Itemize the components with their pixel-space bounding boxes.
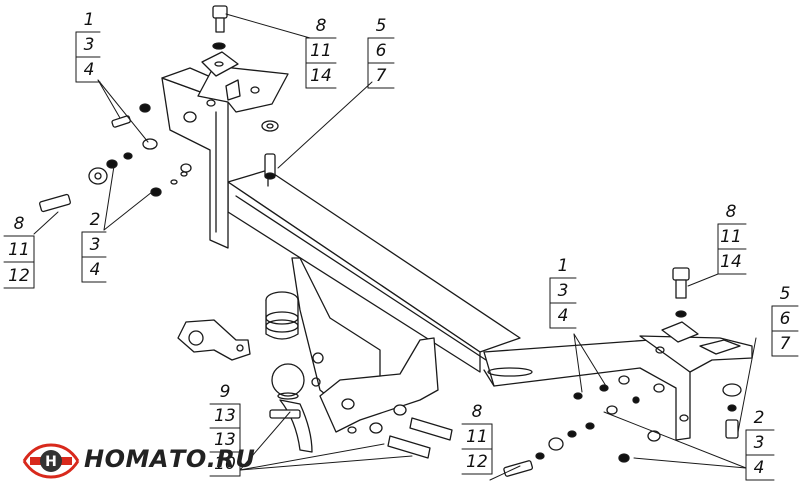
right-top-bolt <box>661 267 699 343</box>
label-2: 2 <box>89 210 101 230</box>
label-10: 10 <box>214 454 236 474</box>
ball-cover <box>265 291 299 340</box>
top-center-fasteners <box>261 120 279 180</box>
left-bracket <box>161 65 289 249</box>
label-4: 4 <box>89 260 101 280</box>
right-fasteners <box>573 383 742 439</box>
svg-text:H: H <box>45 454 57 470</box>
label-frames <box>3 31 799 481</box>
brand-logo: H НОМАТО.RU <box>22 441 255 481</box>
top-left-fasteners <box>39 103 188 213</box>
label-14: 14 <box>720 252 742 272</box>
label-11: 11 <box>720 227 742 247</box>
label-4: 4 <box>753 458 765 478</box>
label-3: 3 <box>89 235 101 255</box>
right-bracket <box>483 335 753 441</box>
label-8: 8 <box>725 202 737 222</box>
label-13: 13 <box>214 406 236 426</box>
top-bolt-assembly <box>201 5 239 77</box>
label-6: 6 <box>375 41 387 61</box>
label-13: 13 <box>214 430 236 450</box>
label-11: 11 <box>310 41 332 61</box>
label-8: 8 <box>471 402 483 422</box>
label-6: 6 <box>779 309 791 329</box>
label-1: 1 <box>557 256 569 276</box>
label-3: 3 <box>83 35 95 55</box>
label-5: 5 <box>779 284 791 304</box>
tow-ball-arm <box>291 257 439 434</box>
label-3: 3 <box>753 433 765 453</box>
bottom-fasteners <box>369 404 661 477</box>
label-9: 9 <box>219 382 231 402</box>
label-4: 4 <box>83 60 95 80</box>
label-11: 11 <box>8 240 30 260</box>
brand-name: НОМАТО.RU <box>84 445 256 473</box>
label-3: 3 <box>557 281 569 301</box>
label-7: 7 <box>375 66 387 86</box>
socket-plate <box>177 319 251 361</box>
label-14: 14 <box>310 66 332 86</box>
label-4: 4 <box>557 306 569 326</box>
brand-emblem-icon: H <box>22 443 80 479</box>
leader-lines <box>33 13 757 481</box>
label-1: 1 <box>83 10 95 30</box>
label-8: 8 <box>315 16 327 36</box>
crossbar-beam <box>227 169 521 373</box>
label-11: 11 <box>466 427 488 447</box>
label-5: 5 <box>375 16 387 36</box>
label-12: 12 <box>466 452 488 472</box>
label-12: 12 <box>8 266 30 286</box>
label-8: 8 <box>13 214 25 234</box>
label-7: 7 <box>779 334 791 354</box>
label-2: 2 <box>753 408 765 428</box>
tow-ball <box>269 363 313 453</box>
